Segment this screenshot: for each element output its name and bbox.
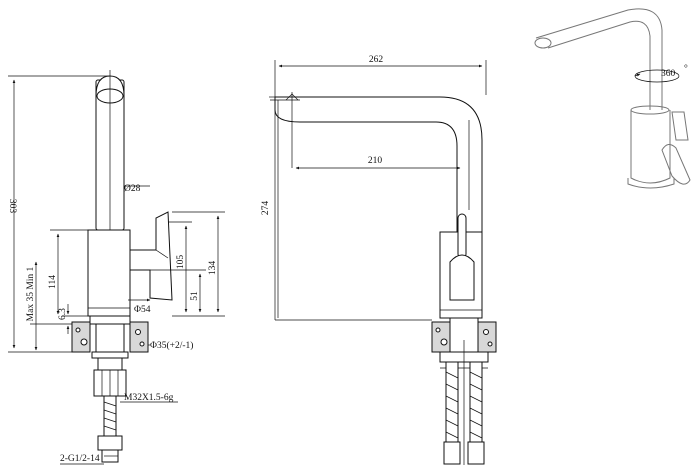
dim-hole-diameter: Φ35(+2/-1)	[150, 340, 193, 351]
dim-thread-hose: 2-G1/2-14	[60, 454, 100, 464]
front-dimensions	[269, 60, 487, 321]
side-dimensions	[8, 75, 225, 465]
iso-view: 360 °	[534, 8, 691, 189]
dim-spout-reach: 210	[368, 156, 383, 166]
side-view: 303 Ø28 114 Max 35 Min 1 6.3 105 134 51 …	[7, 70, 225, 465]
countertop-section	[71, 315, 149, 359]
rotation-label: 360	[661, 69, 676, 79]
dim-body-height: 114	[48, 275, 58, 289]
front-body	[439, 213, 483, 319]
dim-height-total: 303	[7, 199, 17, 214]
dim-spout-diameter: Ø28	[124, 184, 141, 194]
faucet-body	[87, 229, 131, 317]
dim-max-deck: Max 35 Min 1	[26, 266, 36, 321]
dim-handle-height: 105	[176, 255, 186, 270]
handle-lever	[129, 211, 173, 301]
front-view: 262 210 274	[261, 55, 497, 465]
dim-spout-reach-total: 262	[369, 55, 384, 65]
dim-thread-shank: M32X1.5-6g	[124, 393, 174, 403]
dim-body-diameter: Φ54	[134, 305, 151, 315]
dim-front-height: 274	[261, 201, 271, 216]
spout-column	[95, 70, 125, 320]
rotation-degree: °	[684, 63, 688, 74]
front-hoses	[443, 340, 485, 465]
dim-base-thickness: 6.3	[58, 308, 68, 320]
dim-handle-offset: 51	[190, 291, 200, 301]
mounting-shank	[93, 357, 127, 463]
dim-handle-total: 134	[208, 261, 218, 276]
